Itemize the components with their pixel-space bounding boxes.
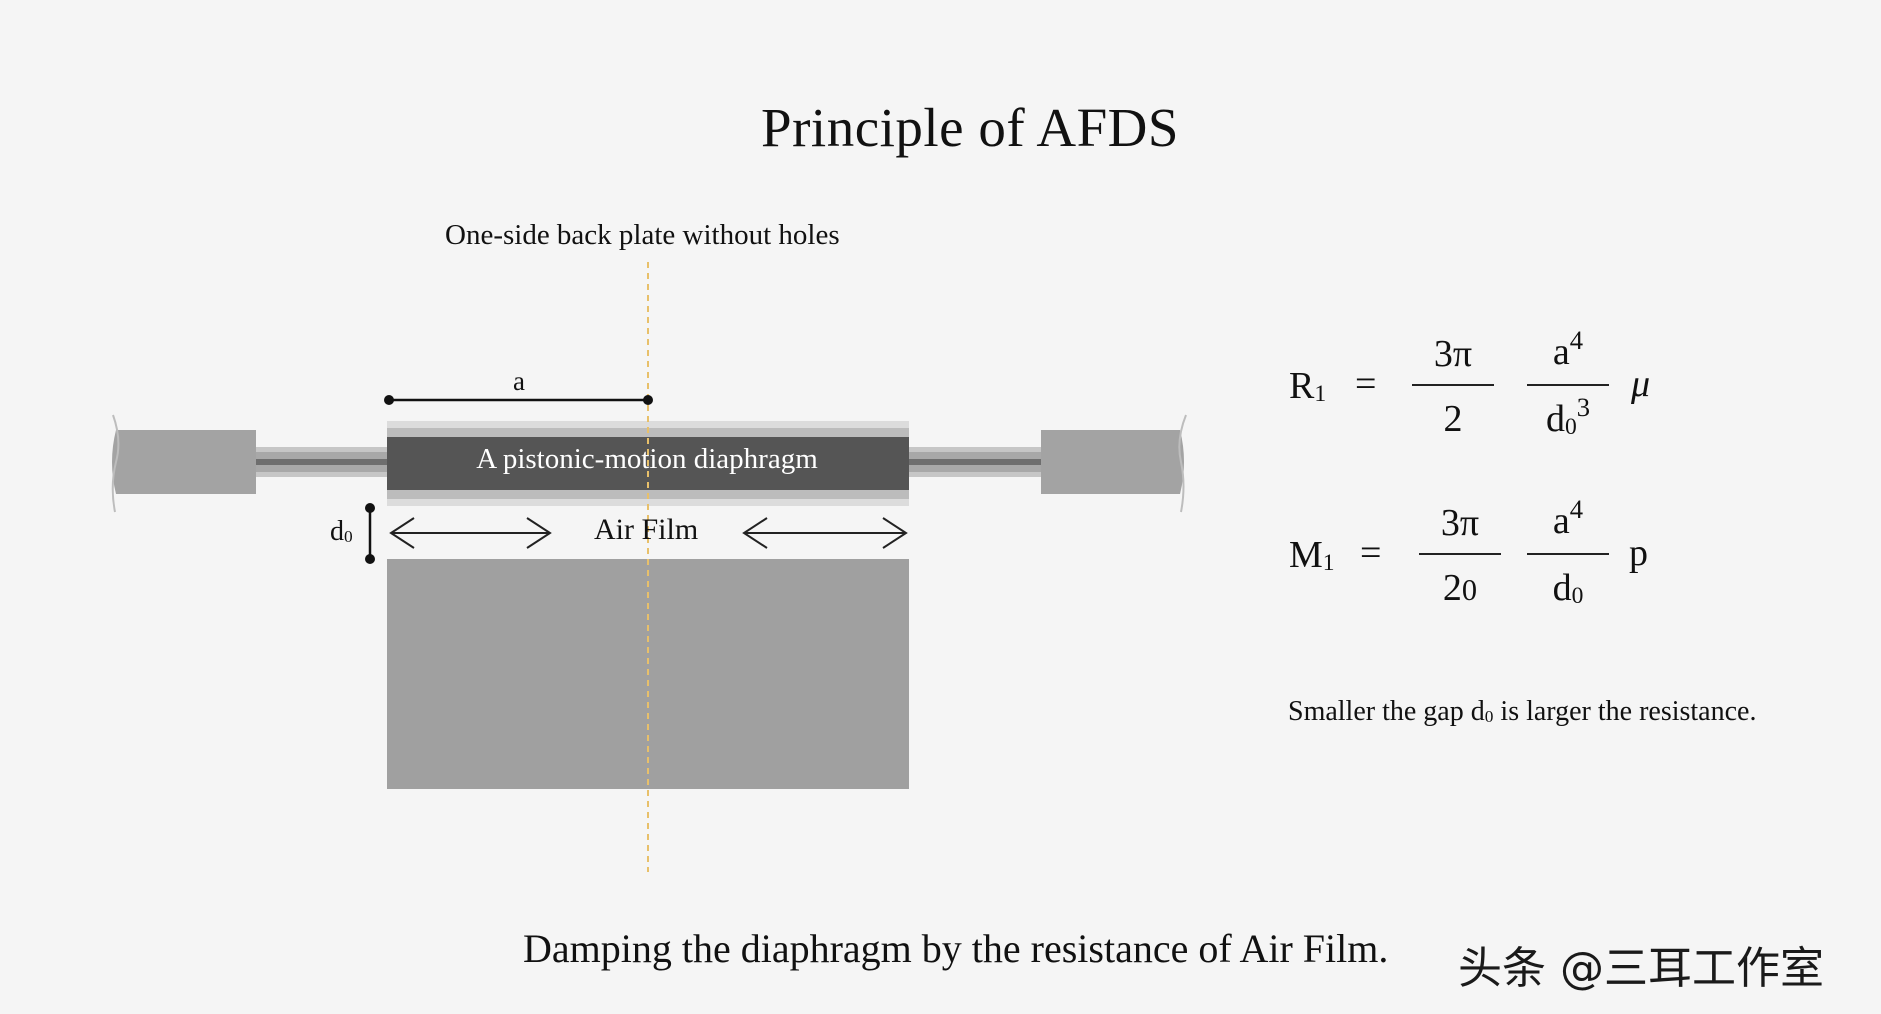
air-film-arrow-left: [389, 517, 552, 549]
r1-lhs-main: R: [1289, 365, 1315, 407]
right-suspension: [909, 447, 1041, 477]
r1-equals: =: [1355, 363, 1377, 405]
right-frame-block: [1041, 430, 1184, 494]
r1-lhs: R1: [1289, 364, 1326, 408]
radius-endpoint-left: [384, 395, 394, 405]
r1-frac2-num: a4: [1527, 325, 1609, 374]
radius-label: a: [513, 366, 525, 396]
bottom-caption: Damping the diaphragm by the resistance …: [523, 926, 1389, 971]
left-frame-block: [112, 430, 256, 494]
backplate-label: One-side back plate without holes: [445, 219, 840, 251]
r1-frac2-den-sub: 0: [1564, 413, 1577, 440]
m1-frac2-den-sub: 0: [1571, 582, 1584, 609]
m1-frac1-den: 20: [1419, 566, 1501, 610]
r1-tail: μ: [1631, 363, 1651, 405]
gap-endpoint-bottom: [365, 554, 375, 564]
note-after: is larger the resistance.: [1493, 696, 1757, 727]
gap-endpoint-top: [365, 503, 375, 513]
gap-label-main: d: [330, 516, 344, 547]
r1-frac2-den-exp: 3: [1576, 392, 1591, 423]
r1-lhs-sub: 1: [1314, 380, 1327, 407]
air-film-label: Air Film: [594, 513, 699, 546]
m1-frac2-num-exp: 4: [1569, 494, 1584, 525]
left-suspension: [256, 447, 388, 477]
m1-lhs-sub: 1: [1322, 549, 1335, 576]
page-title: Principle of AFDS: [761, 97, 1179, 158]
watermark: 头条 @三耳工作室: [1458, 943, 1824, 994]
air-film-arrow-right: [742, 517, 908, 549]
r1-frac2-num-base: a: [1552, 331, 1570, 373]
r1-frac1-num: 3π: [1433, 333, 1473, 375]
note-sub: 0: [1484, 707, 1494, 727]
radius-endpoint-right: [643, 395, 653, 405]
gap-label: d0: [330, 516, 353, 548]
gap-resistance-note: Smaller the gap d0 is larger the resista…: [1288, 696, 1756, 728]
m1-equals: =: [1360, 532, 1382, 574]
m1-frac1-num: 3π: [1440, 502, 1480, 544]
diaphragm-label: A pistonic-motion diaphragm: [476, 443, 818, 475]
m1-tail: p: [1629, 532, 1648, 574]
m1-frac2-den: d0: [1527, 566, 1609, 610]
r1-frac2-den-base: d: [1545, 398, 1565, 440]
note-before: Smaller the gap d: [1288, 696, 1485, 727]
m1-frac1-den-sub: 0: [1461, 573, 1478, 607]
m1-frac2-den-base: d: [1552, 567, 1572, 609]
r1-frac1-den: 2: [1443, 398, 1463, 440]
gap-label-sub: 0: [344, 527, 353, 547]
r1-frac2-den: d03: [1527, 392, 1609, 441]
m1-lhs: M1: [1289, 533, 1335, 577]
m1-frac2-num: a4: [1527, 494, 1609, 543]
m1-frac2-num-base: a: [1552, 500, 1570, 542]
right-frame-edge: [1178, 414, 1187, 513]
r1-frac2-num-exp: 4: [1569, 325, 1584, 356]
left-frame-edge: [111, 414, 120, 513]
m1-frac1-den-main: 2: [1442, 567, 1462, 609]
m1-lhs-main: M: [1289, 534, 1323, 576]
